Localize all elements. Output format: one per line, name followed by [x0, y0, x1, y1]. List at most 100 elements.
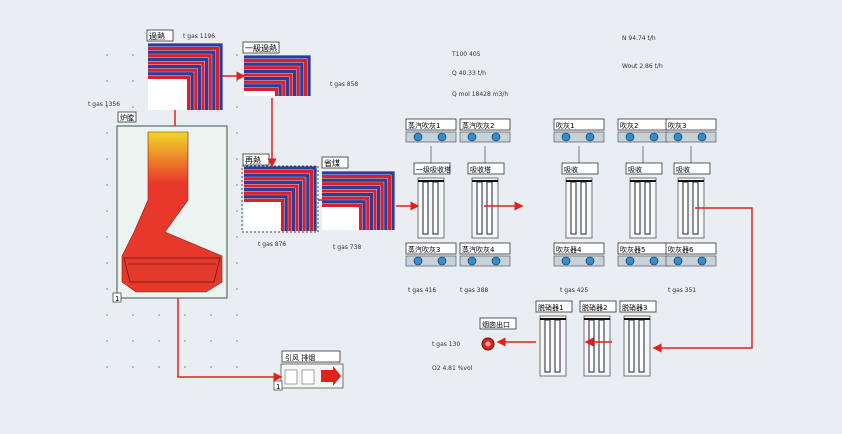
outlet-stack-icon-center	[485, 341, 491, 347]
column-label-box	[673, 162, 711, 175]
absorber-column[interactable]: 吸收	[561, 162, 599, 239]
soot-blower[interactable]: 蒸汽吹灰3	[405, 242, 457, 267]
column-label: 吸收	[564, 165, 578, 174]
soot-blower[interactable]: 吹灰器5	[617, 242, 669, 267]
blower-label-box	[665, 242, 717, 255]
hx-tube	[322, 171, 395, 230]
blower-valve-icon	[625, 132, 635, 142]
soot-blower[interactable]: 吹灰器4	[553, 242, 605, 267]
absorber-column[interactable]: 脱硝器1	[535, 300, 573, 377]
selection-box	[241, 165, 319, 233]
column-body	[629, 177, 657, 239]
hx-tube	[148, 57, 209, 110]
right-line1: N 94.74 t/h	[622, 35, 656, 42]
tgas-section: t gas 416	[408, 287, 436, 294]
hx-tube	[148, 43, 223, 110]
absorber-column[interactable]: 吸收	[673, 162, 711, 239]
soot-blower[interactable]: 蒸汽吹灰1	[405, 118, 457, 143]
blower-valve-icon	[585, 132, 595, 142]
column-tube	[634, 181, 641, 235]
hx-tube	[244, 191, 292, 231]
hx-tube	[244, 84, 282, 96]
column-label: 脱硝器2	[582, 303, 607, 312]
hx-tube	[244, 62, 304, 96]
hx-tube	[322, 200, 366, 230]
blower-label-box	[459, 242, 511, 255]
hx-top-left-label: 過熱	[149, 31, 165, 41]
blower-valve-icon	[491, 132, 501, 142]
absorber-column[interactable]: 脱硝器3	[619, 300, 657, 377]
economizer-bottom-right[interactable]	[322, 171, 395, 230]
hx-tube	[322, 174, 392, 230]
blower-valve-icon	[437, 256, 447, 266]
blower-label-box	[553, 118, 605, 131]
column-tube	[628, 319, 635, 373]
column-label: 脱硝器3	[622, 303, 647, 312]
corner-mark-text: 1	[276, 383, 280, 391]
blower-valve-icon	[561, 256, 571, 266]
hx-tube	[244, 184, 299, 231]
blower-label: 吹灰3	[668, 121, 686, 130]
column-tube	[554, 319, 561, 373]
fan-blade-icon	[301, 369, 315, 385]
blower-valve-icon	[673, 256, 683, 266]
column-label: 脱硝器1	[538, 303, 563, 312]
hx-tube	[148, 54, 212, 110]
column-tube	[570, 181, 577, 235]
column-tube	[486, 181, 493, 235]
column-label: 一级吸收塔	[416, 165, 451, 174]
column-body	[417, 177, 445, 239]
hx-tube	[244, 198, 285, 231]
hx-tube	[244, 187, 296, 231]
hx-tube	[244, 66, 300, 96]
absorber-column[interactable]: 吸收塔	[467, 162, 505, 239]
info-line1: T100 405	[451, 51, 481, 58]
absorber-column[interactable]: 一级吸收塔	[413, 162, 451, 239]
furnace-flame-body	[121, 131, 223, 293]
hx-tube	[244, 58, 308, 96]
soot-blower[interactable]: 吹灰器6	[665, 242, 717, 267]
column-tube	[476, 181, 483, 235]
hx-tube	[244, 177, 306, 231]
blower-valve-icon	[491, 256, 501, 266]
absorber-column[interactable]: 吸收	[625, 162, 663, 239]
column-label-box	[579, 300, 617, 313]
superheater-top-left[interactable]	[148, 43, 223, 110]
info-line2: Q 40.33 t/h	[452, 70, 486, 77]
hx-tube	[148, 68, 198, 110]
reheater-bottom-left[interactable]	[244, 166, 317, 231]
outlet-label-box	[479, 317, 517, 330]
column-label-box	[625, 162, 663, 175]
soot-blower[interactable]: 蒸汽吹灰4	[459, 242, 511, 267]
column-tube	[644, 181, 651, 235]
column-tube	[588, 319, 595, 373]
corner-mark-text: 1	[115, 295, 119, 303]
soot-blower[interactable]: 吹灰2	[617, 118, 669, 143]
column-label: 吸收塔	[470, 165, 491, 174]
corner-mark	[112, 292, 122, 303]
superheater-top-right[interactable]	[244, 55, 311, 96]
hx-tube	[148, 61, 205, 110]
blower-label: 蒸汽吹灰4	[462, 245, 495, 254]
column-label: 吸收	[628, 165, 642, 174]
column-tube	[598, 319, 605, 373]
column-body	[539, 315, 567, 377]
soot-blower[interactable]: 吹灰3	[665, 118, 717, 143]
hx-tube	[148, 72, 194, 110]
blower-label: 吹灰器5	[620, 245, 645, 254]
blower-valve-icon	[585, 256, 595, 266]
tgas-top-right: t gas 858	[330, 81, 358, 88]
blower-label-box	[405, 242, 457, 255]
fan-blade-icon	[284, 369, 298, 385]
flow-line	[652, 207, 753, 353]
column-label: 吸收	[676, 165, 690, 174]
hx-tube	[244, 76, 290, 96]
soot-blower[interactable]: 吹灰1	[553, 118, 605, 143]
column-tube	[422, 181, 429, 235]
hx-tube	[244, 195, 288, 231]
soot-blower[interactable]: 蒸汽吹灰2	[459, 118, 511, 143]
tgas-section: t gas 425	[560, 287, 588, 294]
absorber-column[interactable]: 脱硝器2	[579, 300, 617, 377]
blower-bar	[459, 131, 511, 143]
